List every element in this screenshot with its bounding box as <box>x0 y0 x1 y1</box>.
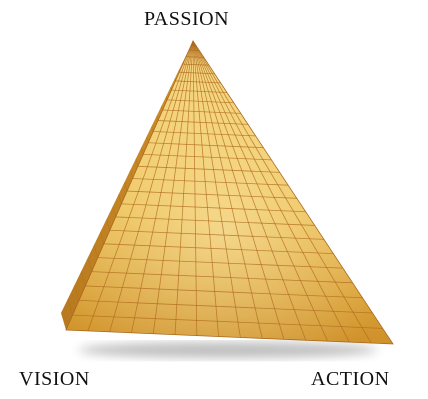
label-vision: VISION <box>19 369 90 389</box>
pyramid-shadow <box>78 342 378 358</box>
label-action: ACTION <box>311 369 390 389</box>
pyramid-front-highlight <box>66 41 393 344</box>
label-passion: PASSION <box>144 9 229 29</box>
